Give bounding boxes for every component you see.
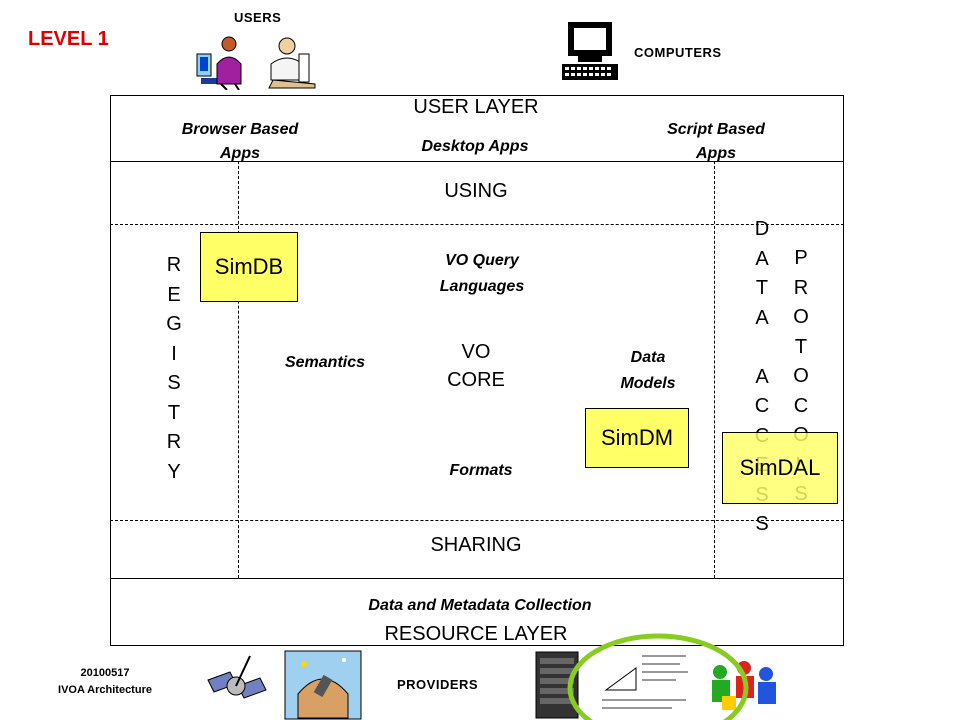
architecture-frame — [110, 95, 844, 646]
footer-subtitle: IVOA Architecture — [58, 684, 152, 696]
user-layer-title: USER LAYER — [413, 96, 539, 118]
man-at-desk-icon — [268, 37, 316, 89]
vo-core-line1: VO — [461, 341, 491, 363]
user-layer-divider — [110, 161, 844, 162]
sharing-divider — [110, 520, 844, 521]
vo-query-line2: Languages — [439, 278, 525, 295]
resource-layer-divider — [110, 578, 844, 579]
desktop-apps-label: Desktop Apps — [421, 138, 529, 155]
users-clipart — [196, 36, 316, 90]
data-models-line2: Models — [620, 375, 676, 392]
level-title: LEVEL 1 — [28, 28, 109, 50]
protocols-letter: P — [794, 247, 808, 269]
script-apps-line1: Script Based — [667, 121, 765, 138]
protocols-letter: O — [793, 365, 809, 387]
data-models-label: Data Models — [588, 345, 708, 397]
registry-letter: R — [166, 254, 182, 276]
simdm-note: SimDM — [585, 408, 689, 468]
data-access-letter: A — [755, 365, 769, 388]
script-apps-line2: Apps — [696, 145, 736, 162]
protocols-letter: C — [793, 394, 809, 417]
registry-label: R E G I S T R Y — [162, 251, 186, 487]
using-divider — [110, 224, 844, 225]
protocols-letter: O — [793, 306, 809, 328]
vo-query-line1: VO Query — [445, 252, 519, 269]
registry-letter: Y — [167, 460, 181, 483]
simdb-note: SimDB — [200, 232, 298, 302]
registry-letter: S — [167, 372, 181, 394]
footer-date: 20100517 — [80, 667, 130, 679]
semantics-label: Semantics — [284, 354, 366, 371]
users-label: USERS — [234, 10, 282, 25]
providers-label: PROVIDERS — [397, 677, 479, 692]
resource-layer-title: RESOURCE LAYER — [384, 623, 568, 645]
browser-apps-label: Browser Based Apps — [150, 118, 330, 166]
protocols-letter: T — [794, 335, 808, 358]
registry-letter: G — [166, 313, 182, 335]
data-access-letter — [750, 333, 774, 363]
data-access-letter: T — [755, 277, 769, 299]
registry-letter: E — [167, 283, 181, 306]
data-access-letter: S — [755, 513, 769, 535]
computers-label: COMPUTERS — [634, 45, 722, 60]
protocols-letter: R — [793, 276, 809, 299]
registry-letter: T — [167, 401, 181, 424]
data-access-letter: A — [755, 306, 769, 329]
data-metadata-collection-label: Data and Metadata Collection — [368, 597, 592, 614]
woman-at-computer-icon — [196, 36, 242, 90]
computer-icon — [562, 22, 618, 80]
server-icon — [535, 651, 579, 719]
browser-apps-line2: Apps — [220, 145, 260, 162]
vo-core-label: VO CORE — [396, 338, 556, 394]
vo-core-line2: CORE — [447, 369, 505, 391]
data-access-letter: D — [754, 218, 770, 240]
highlight-ring — [567, 633, 749, 720]
data-access-letter: A — [755, 247, 769, 270]
registry-divider — [238, 161, 239, 578]
data-models-line1: Data — [630, 349, 666, 366]
data-access-letter: C — [754, 395, 770, 417]
browser-apps-line1: Browser Based — [181, 121, 299, 138]
using-label: USING — [444, 180, 508, 202]
satellite-icon — [207, 655, 267, 699]
registry-letter: I — [171, 342, 177, 365]
formulas-icon — [596, 648, 696, 718]
formats-label: Formats — [449, 462, 513, 479]
observatory-icon — [284, 650, 362, 720]
script-apps-label: Script Based Apps — [626, 118, 806, 166]
registry-letter: R — [166, 431, 182, 453]
sharing-label: SHARING — [430, 534, 522, 556]
simdal-note: SimDAL — [722, 432, 838, 504]
vo-query-languages: VO Query Languages — [382, 248, 582, 300]
data-access-divider — [714, 161, 715, 578]
